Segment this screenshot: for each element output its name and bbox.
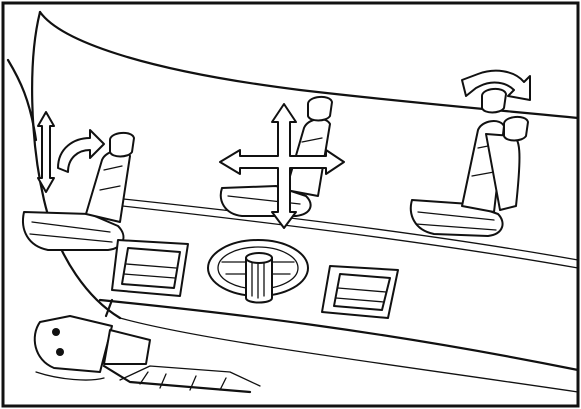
recline-switch (322, 266, 398, 318)
tilt-switch (112, 240, 188, 296)
